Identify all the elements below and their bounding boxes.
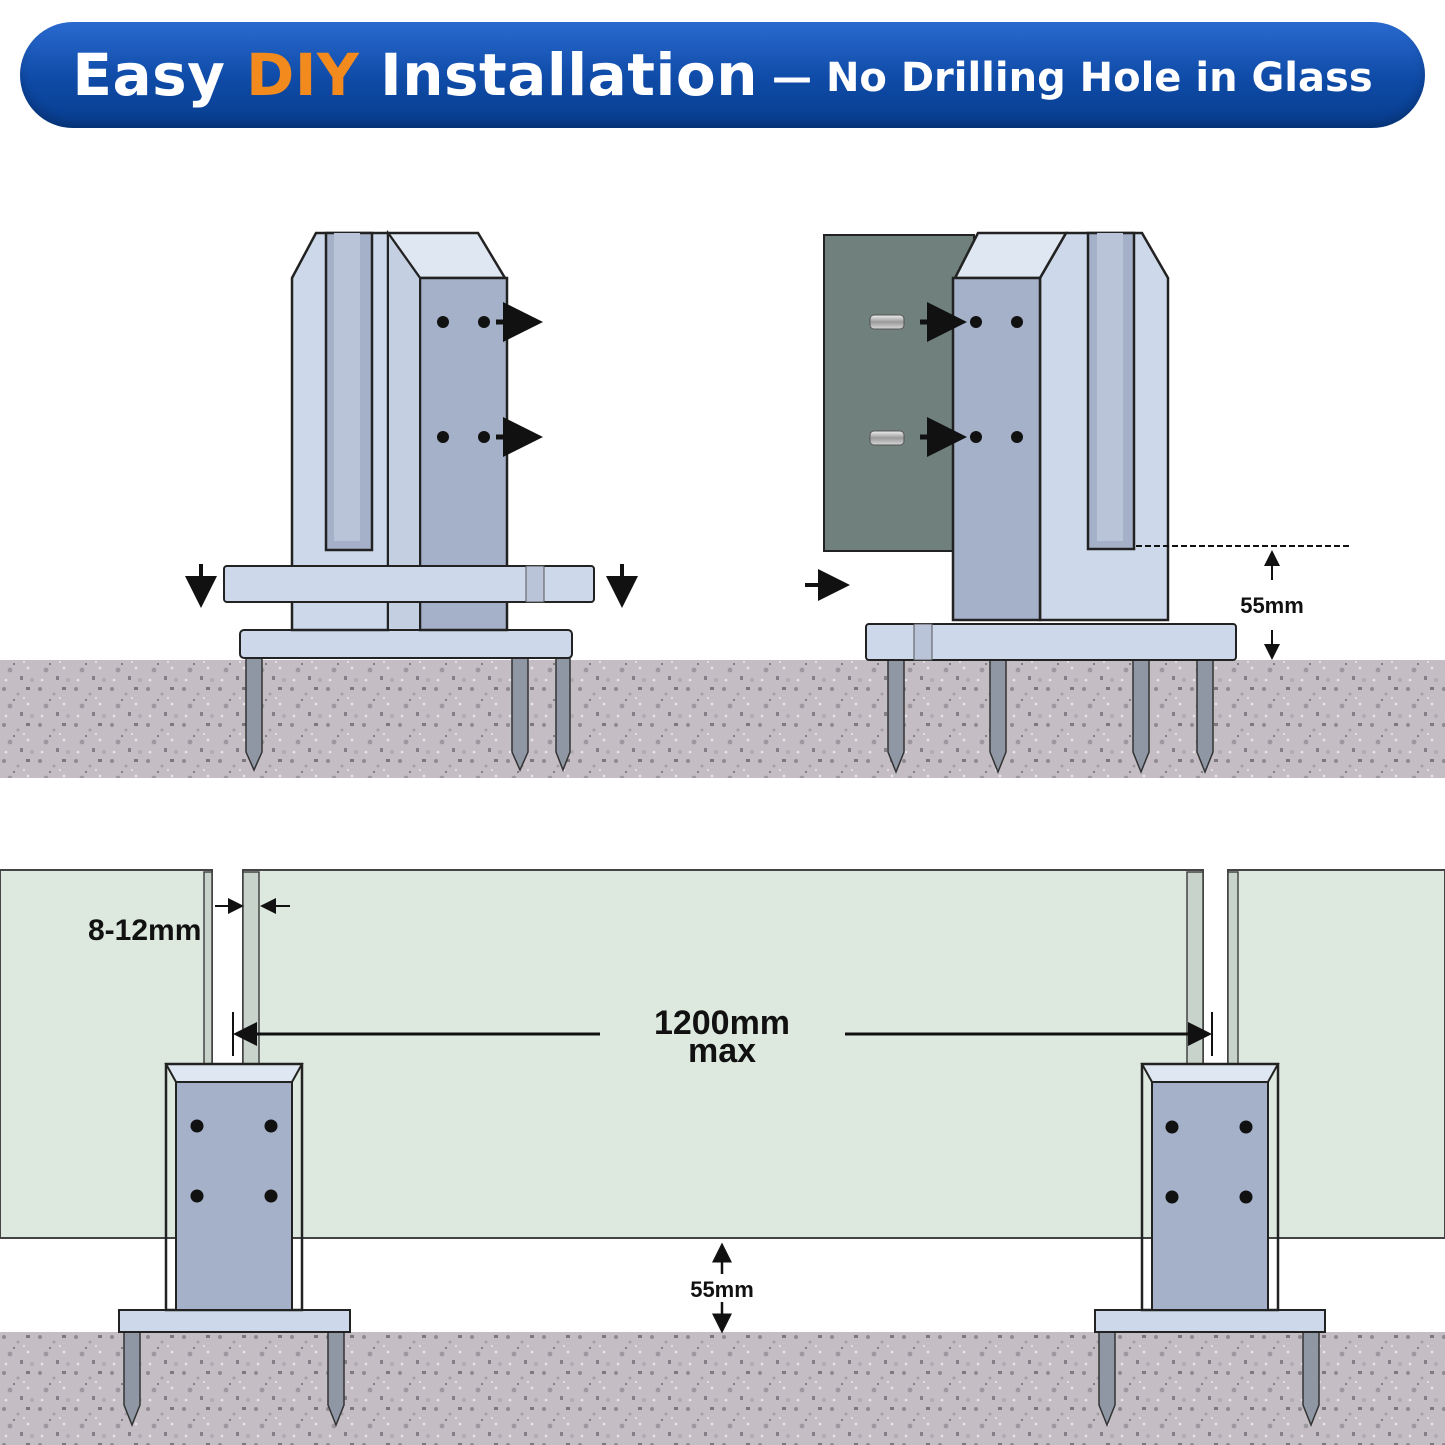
banner-title: Easy DIY Installation xyxy=(72,41,758,109)
step1-illustration xyxy=(0,229,720,778)
banner-subtitle: — No Drilling Hole in Glass xyxy=(772,55,1373,101)
bolt-holes-step1 xyxy=(437,316,490,443)
glass-panel-step2 xyxy=(823,234,975,552)
spikes-step2 xyxy=(887,657,1214,775)
bolt-icon xyxy=(869,314,905,330)
spikes-step1 xyxy=(245,657,571,773)
step2-height-label: 55mm xyxy=(1240,593,1304,618)
post-overview-left xyxy=(118,1062,351,1428)
base-plate-step2 xyxy=(865,623,1237,661)
overview-illustration: 8-12mm 1200mm max 55mm xyxy=(0,869,1445,1445)
span-label-line2: max xyxy=(688,1032,756,1070)
header-banner: Easy DIY Installation — No Drilling Hole… xyxy=(20,22,1425,128)
ground-bottom xyxy=(0,1332,1445,1445)
span-label-line1: 1200mm xyxy=(654,1004,790,1042)
title-installation: Installation xyxy=(380,41,759,109)
overview-height-label: 55mm xyxy=(690,1277,754,1302)
title-easy: Easy xyxy=(72,41,226,109)
gap-label: 8-12mm xyxy=(88,914,201,947)
step2-illustration: 55mm xyxy=(720,231,1445,778)
bolt-holes-step2 xyxy=(970,316,1023,443)
glass-panel-center xyxy=(242,869,1204,1239)
ground-top-left xyxy=(0,660,720,778)
clamp-plate-step1 xyxy=(223,565,595,603)
base-plate-step1 xyxy=(239,629,573,659)
ground-top-right xyxy=(720,660,1445,778)
post-overview-right xyxy=(1094,1062,1326,1428)
title-diy: DIY xyxy=(246,41,360,109)
bolt-icon xyxy=(869,430,905,446)
